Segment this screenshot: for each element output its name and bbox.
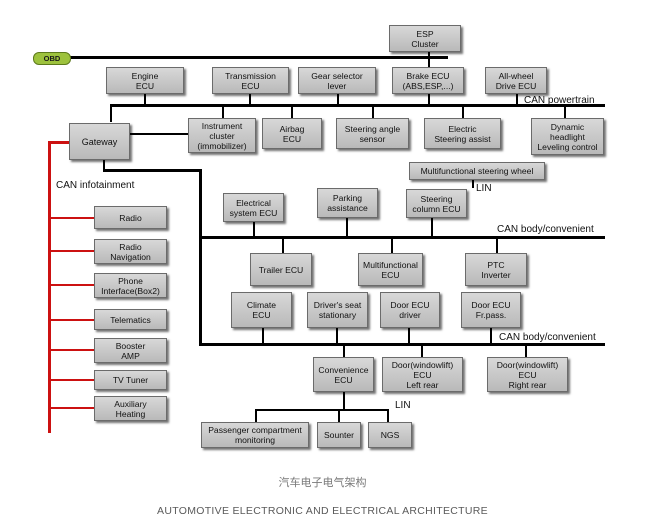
transmission-ecu-box: Transmission ECU bbox=[212, 67, 289, 94]
gateway-box: Gateway bbox=[69, 123, 130, 160]
connector bbox=[249, 94, 251, 105]
phone-interface-box: Phone Interface(Box2) bbox=[94, 273, 167, 298]
all-wheel-drive-box: All-wheel Drive ECU bbox=[485, 67, 547, 94]
connector bbox=[421, 345, 423, 357]
gateway-side-link bbox=[130, 133, 188, 135]
multifunctional-steering-wheel-box: Multifunctional steering wheel bbox=[409, 162, 545, 180]
door-ecu-driver-box: Door ECU driver bbox=[380, 292, 440, 328]
connector bbox=[337, 94, 339, 105]
ecu-architecture-diagram: OBD CAN powertrain ESP Cluster Engine EC… bbox=[33, 25, 605, 448]
infotainment-branch bbox=[50, 284, 94, 286]
esp-cluster-box: ESP Cluster bbox=[389, 25, 461, 52]
connector bbox=[282, 238, 284, 253]
door-right-rear-box: Door(windowlift) ECU Right rear bbox=[487, 357, 568, 392]
can-powertrain-label: CAN powertrain bbox=[524, 95, 595, 106]
electric-steering-box: Electric Steering assist bbox=[424, 118, 501, 149]
connector bbox=[222, 105, 224, 118]
passenger-monitoring-box: Passenger compartment monitoring bbox=[201, 422, 309, 448]
caption-chinese: 汽车电子电气架构 bbox=[278, 476, 367, 489]
lin-label-1: LIN bbox=[476, 183, 492, 194]
connector bbox=[496, 238, 498, 253]
connector bbox=[144, 94, 146, 105]
connector bbox=[428, 52, 430, 67]
connector bbox=[255, 409, 257, 422]
steering-angle-sensor-box: Steering angle sensor bbox=[336, 118, 409, 149]
caption-english: AUTOMOTIVE ELECTRONIC AND ELECTRICAL ARC… bbox=[157, 505, 488, 517]
body-trunk bbox=[199, 169, 202, 346]
can-body-bus-2 bbox=[199, 343, 605, 346]
connector bbox=[291, 105, 293, 118]
drivers-seat-box: Driver's seat stationary bbox=[307, 292, 368, 328]
instrument-cluster-box: Instrument cluster (immobilizer) bbox=[188, 118, 256, 153]
door-left-rear-box: Door(windowlift) ECU Left rear bbox=[382, 357, 463, 392]
gateway-down-link bbox=[103, 160, 105, 171]
connector bbox=[346, 218, 348, 237]
can-body-label-2: CAN body/convenient bbox=[499, 332, 596, 343]
connector bbox=[387, 409, 389, 422]
infotainment-gateway-link bbox=[48, 141, 69, 144]
gateway-powertrain-link bbox=[110, 105, 112, 122]
infotainment-branch bbox=[50, 407, 94, 409]
convenience-ecu-box: Convenience ECU bbox=[313, 357, 374, 392]
can-body-bus-1 bbox=[199, 236, 605, 239]
connector bbox=[253, 222, 255, 237]
can-powertrain-bus bbox=[110, 104, 605, 107]
auxiliary-heating-box: Auxiliary Heating bbox=[94, 396, 167, 421]
connector bbox=[391, 238, 393, 253]
connector bbox=[564, 105, 566, 118]
connector bbox=[338, 409, 340, 422]
engine-ecu-box: Engine ECU bbox=[106, 67, 184, 94]
connector bbox=[525, 345, 527, 357]
door-ecu-frpass-box: Door ECU Fr.pass. bbox=[461, 292, 521, 328]
airbag-ecu-box: Airbag ECU bbox=[262, 118, 322, 149]
connector bbox=[408, 328, 410, 344]
connector bbox=[343, 392, 345, 410]
steering-column-ecu-box: Steering column ECU bbox=[406, 189, 467, 218]
connector bbox=[343, 345, 345, 357]
connector bbox=[490, 328, 492, 344]
brake-ecu-box: Brake ECU (ABS,ESP,...) bbox=[392, 67, 464, 94]
infotainment-branch bbox=[50, 379, 94, 381]
multifunctional-ecu-box: Multifunctional ECU bbox=[358, 253, 423, 286]
radio-navigation-box: Radio Navigation bbox=[94, 239, 167, 264]
connector bbox=[431, 218, 433, 237]
lin-bus-2 bbox=[255, 409, 389, 411]
electrical-system-ecu-box: Electrical system ECU bbox=[223, 193, 284, 222]
sounter-box: Sounter bbox=[317, 422, 361, 448]
ngs-box: NGS bbox=[368, 422, 412, 448]
connector bbox=[262, 328, 264, 344]
lin-label-2: LIN bbox=[395, 400, 411, 411]
telematics-box: Telematics bbox=[94, 309, 167, 330]
parking-assistance-box: Parking assistance bbox=[317, 188, 378, 218]
can-infotainment-label: CAN infotainment bbox=[56, 180, 135, 191]
obd-connector: OBD bbox=[33, 52, 71, 65]
ptc-inverter-box: PTC Inverter bbox=[465, 253, 527, 286]
gateway-body-feed bbox=[103, 169, 201, 172]
connector bbox=[336, 328, 338, 344]
connector bbox=[472, 180, 474, 188]
infotainment-branch bbox=[50, 349, 94, 351]
booster-amp-box: Booster AMP bbox=[94, 338, 167, 363]
connector bbox=[516, 94, 518, 105]
infotainment-branch bbox=[50, 319, 94, 321]
connector bbox=[372, 105, 374, 118]
can-infotainment-bus bbox=[48, 141, 51, 433]
connector bbox=[428, 94, 430, 105]
gear-selector-box: Gear selector lever bbox=[298, 67, 376, 94]
obd-line bbox=[68, 56, 448, 59]
can-body-label-1: CAN body/convenient bbox=[497, 224, 594, 235]
tv-tuner-box: TV Tuner bbox=[94, 370, 167, 390]
climate-ecu-box: Climate ECU bbox=[231, 292, 292, 328]
infotainment-branch bbox=[50, 250, 94, 252]
radio-box: Radio bbox=[94, 206, 167, 229]
dynamic-headlight-box: Dynamic headlight Leveling control bbox=[531, 118, 604, 155]
infotainment-branch bbox=[50, 217, 94, 219]
trailer-ecu-box: Trailer ECU bbox=[250, 253, 312, 286]
connector bbox=[462, 105, 464, 118]
